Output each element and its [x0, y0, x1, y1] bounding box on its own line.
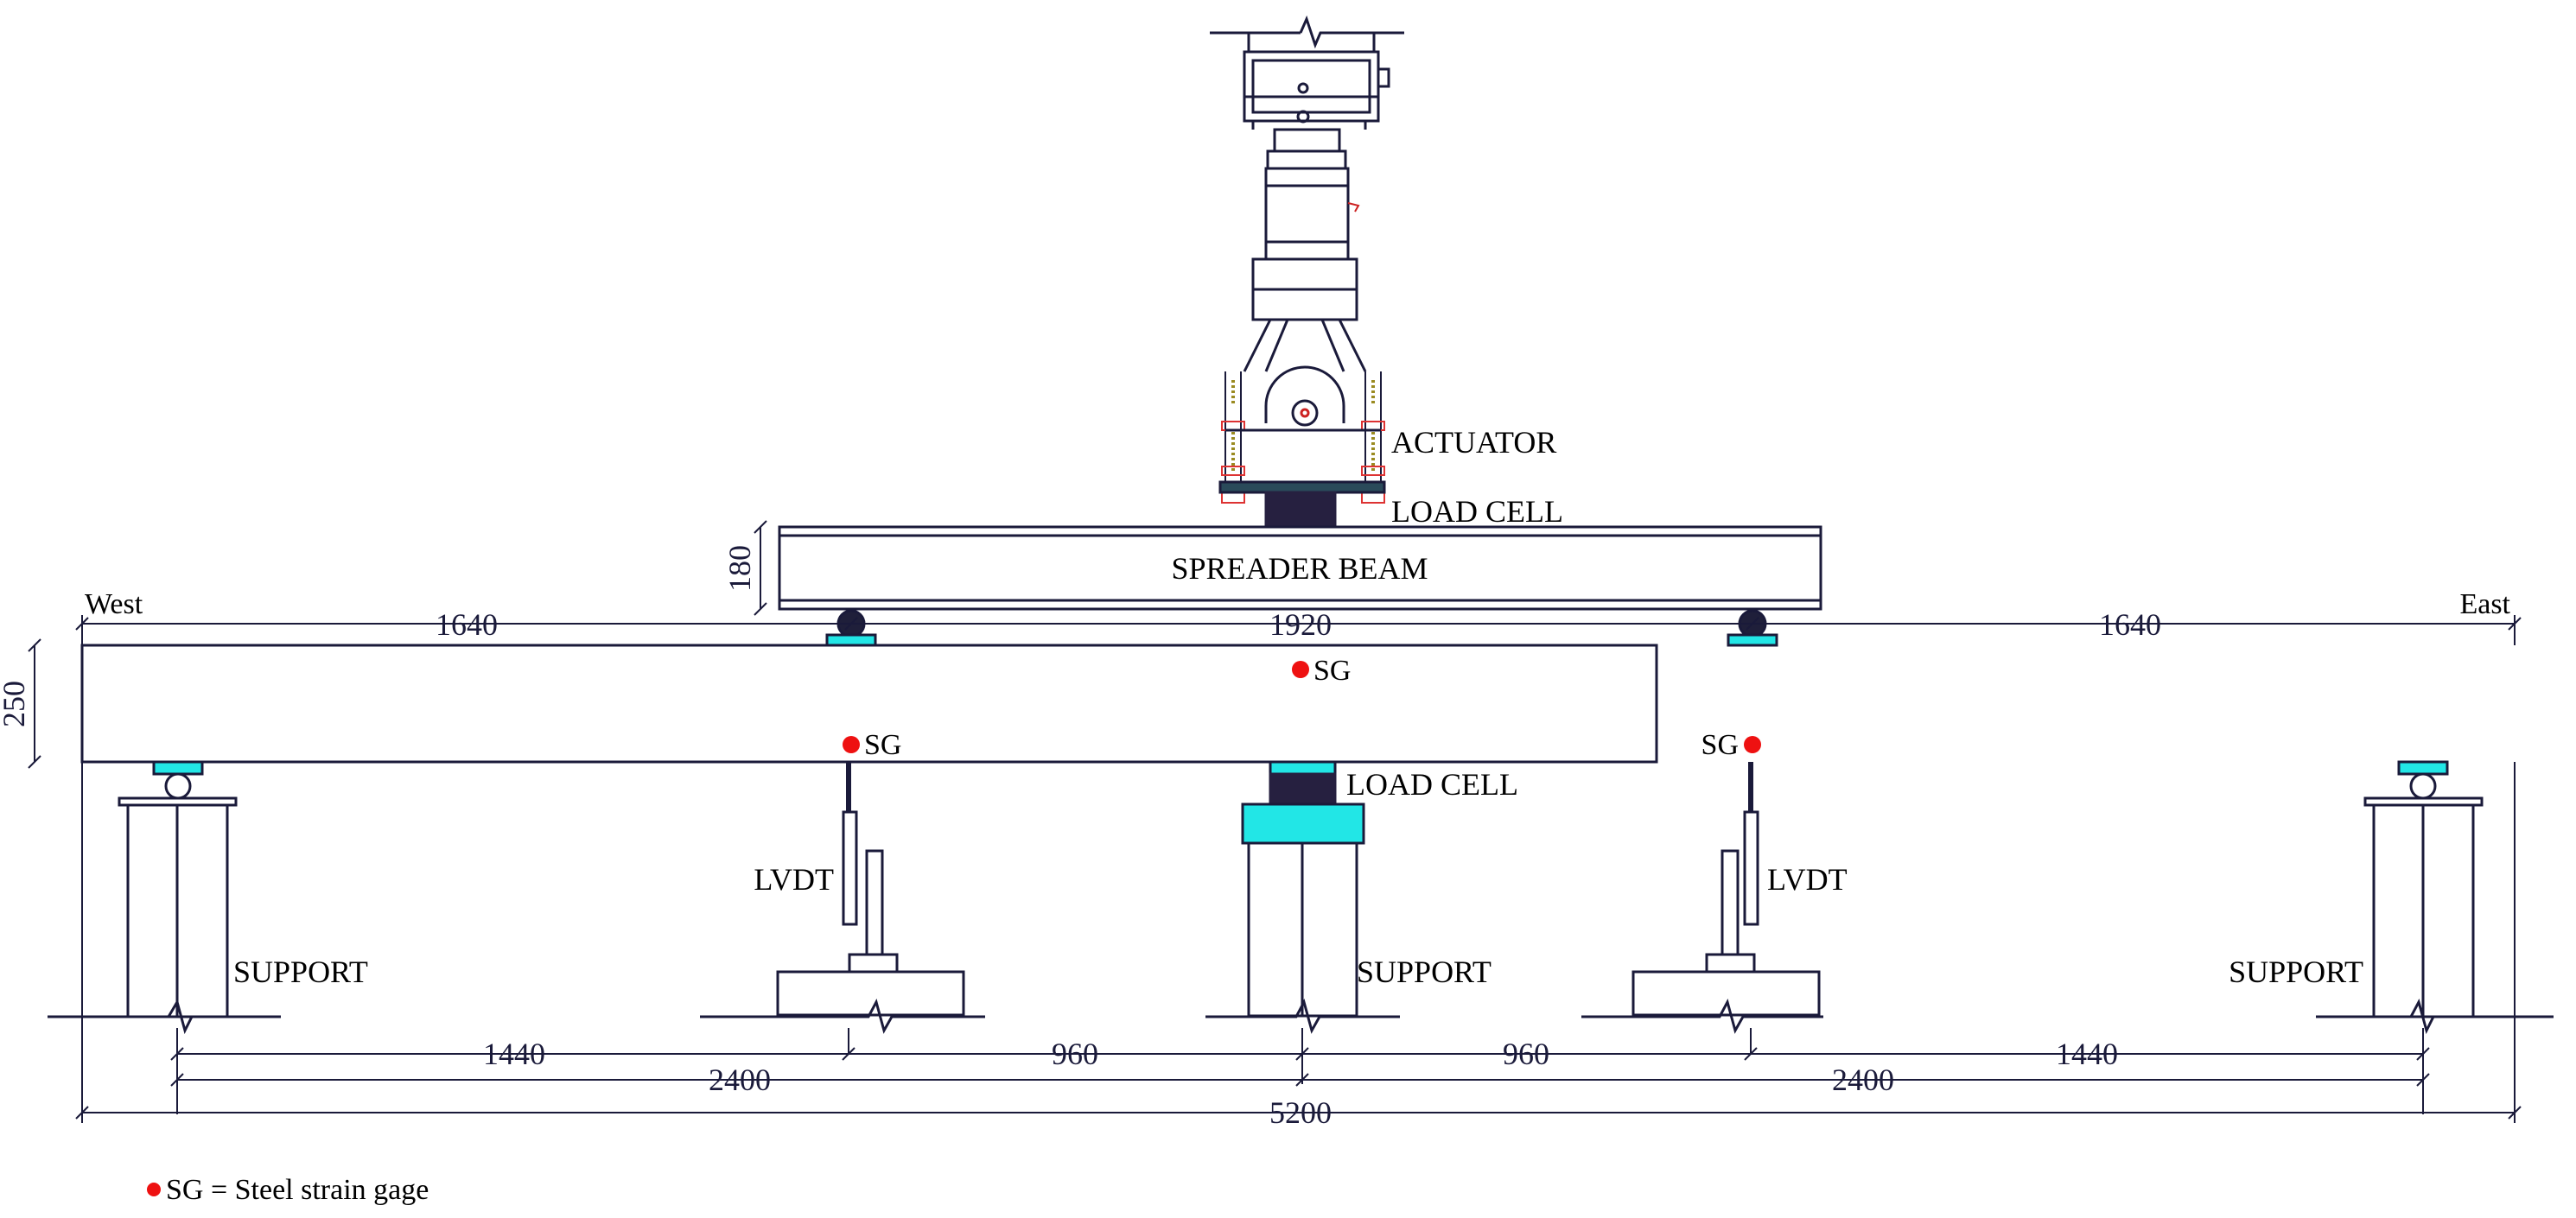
sg-mid-label: SG [1313, 655, 1351, 687]
actuator [1210, 15, 1404, 504]
dim-top-left: 1640 [436, 607, 498, 642]
actuator-label: ACTUATOR [1391, 425, 1556, 460]
main-beam [80, 644, 1658, 764]
load-cell-bottom [1269, 772, 1337, 806]
dim-row1-b: 960 [1052, 1037, 1098, 1071]
west-label: West [85, 588, 143, 620]
support-center [1247, 841, 1358, 1018]
lvdt-left-label: LVDT [754, 862, 834, 897]
dim-top-mid: 1920 [1269, 607, 1332, 642]
pad-right-bottom [2397, 760, 2449, 776]
dim-spreader-height: 180 [722, 545, 757, 592]
sg-left-label: SG [864, 729, 901, 761]
ground-lines [48, 998, 2554, 1035]
dim-row2-b: 2400 [1832, 1063, 1894, 1097]
spreader-beam-label: SPREADER BEAM [1171, 551, 1428, 586]
dimension-lines [28, 520, 2522, 1123]
support-left-label: SUPPORT [233, 955, 368, 989]
load-cell-bottom-label: LOAD CELL [1346, 767, 1518, 802]
center-plate [1241, 802, 1365, 845]
dim-top-right: 1640 [2099, 607, 2161, 642]
pad-left-bottom [152, 760, 204, 776]
legend-text: SG = Steel strain gage [166, 1174, 429, 1206]
lvdt-right [1631, 762, 1821, 1017]
pad-center-top [1269, 760, 1337, 776]
sg-right-label: SG [1701, 729, 1739, 761]
dim-total: 5200 [1269, 1095, 1332, 1130]
strain-gage-left [843, 736, 860, 753]
strain-gage-mid [1292, 661, 1309, 678]
dim-row1-d: 1440 [2056, 1037, 2118, 1071]
legend-sg-dot [147, 1183, 161, 1196]
pad-right-top [1727, 633, 1778, 647]
dim-beam-height: 250 [0, 681, 31, 727]
dim-row1-c: 960 [1503, 1037, 1549, 1071]
load-cell-top-label: LOAD CELL [1391, 494, 1563, 529]
support-right [2363, 772, 2484, 1018]
support-center-label: SUPPORT [1357, 955, 1492, 989]
east-label: East [2459, 588, 2510, 620]
lvdt-right-label: LVDT [1767, 862, 1848, 897]
dim-row1-a: 1440 [483, 1037, 545, 1071]
pad-left-top [825, 633, 877, 647]
strain-gage-right [1744, 736, 1761, 753]
load-cell-top [1264, 491, 1337, 529]
dim-row2-a: 2400 [709, 1063, 771, 1097]
spreader-beam [778, 525, 1822, 611]
support-right-label: SUPPORT [2229, 955, 2363, 989]
support-left [118, 772, 238, 1018]
